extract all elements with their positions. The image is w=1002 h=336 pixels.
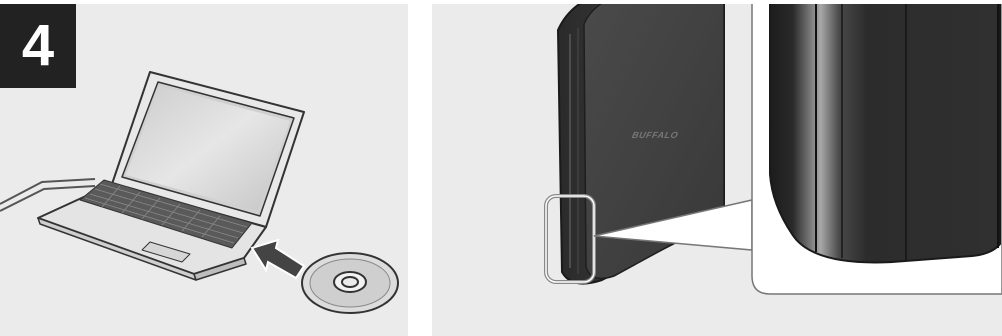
insert-arrow-icon	[252, 240, 304, 278]
cd-disc-icon	[302, 253, 398, 313]
laptop-cd-illustration	[0, 4, 408, 336]
step-illustration-panel: 4	[0, 4, 408, 336]
brand-logo: BUFFALO	[631, 130, 679, 140]
zoomed-detail	[752, 4, 1002, 294]
external-drive-illustration: BUFFALO	[432, 4, 1002, 336]
device-illustration-panel: BUFFALO	[432, 4, 1002, 336]
